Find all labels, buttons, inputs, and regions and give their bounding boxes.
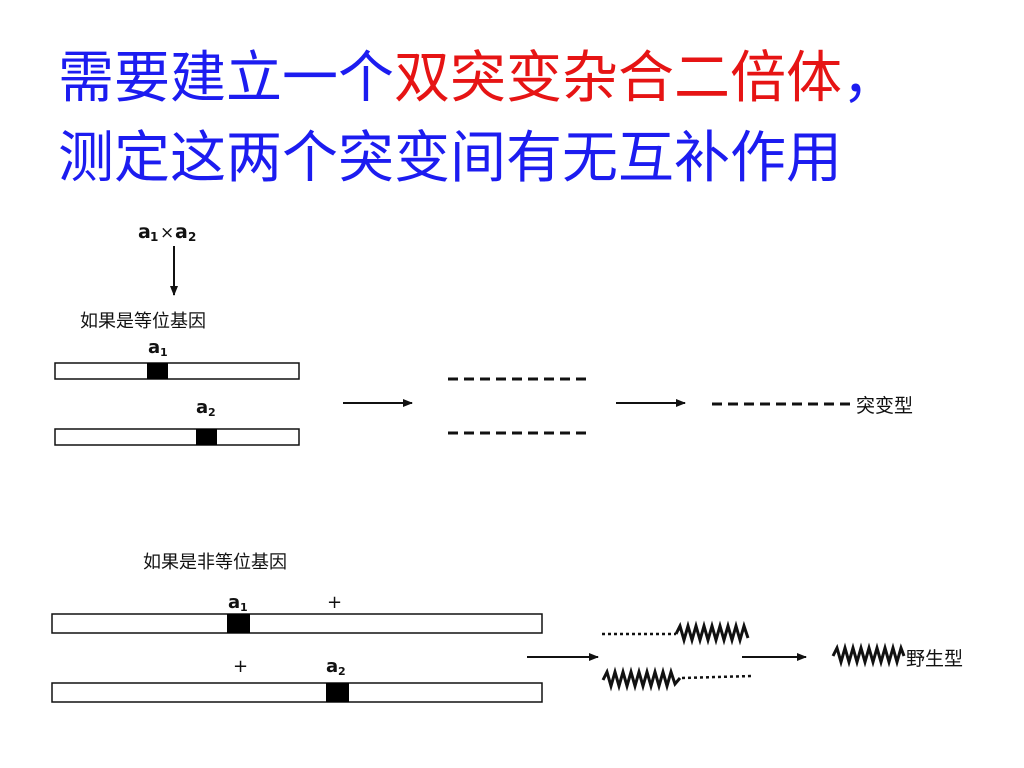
title-line-2: 测定这两个突变间有无互补作用	[58, 126, 842, 191]
allelic-a2-mutation-site	[196, 429, 217, 445]
allelic-a2-subscript: 2	[208, 406, 216, 419]
allelic-a1-mutation-site	[147, 363, 168, 379]
cross-a2-subscript: 2	[188, 230, 196, 244]
nonallelic-plus-1: +	[327, 592, 342, 613]
mutant-result-label: 突变型	[856, 395, 913, 417]
nonallelic-caption: 如果是非等位基因	[143, 552, 287, 573]
wildtype-result-wavy	[831, 642, 906, 668]
nonallelic-product-2-dotted	[681, 674, 753, 680]
cross-a1-letter: a	[138, 221, 151, 243]
title-line-1: 需要建立一个双突变杂合二倍体，	[58, 46, 898, 112]
nonallelic-a2-mutation-site	[326, 683, 349, 702]
nonallelic-a1-subscript: 1	[240, 601, 248, 614]
nonallelic-chromosome-2	[51, 682, 543, 703]
title-line-1-highlight: 双突变杂合二倍体	[394, 46, 842, 111]
allelic-caption: 如果是等位基因	[80, 311, 206, 332]
allelic-chromosome-1	[54, 362, 300, 380]
allelic-chromosome-2	[54, 428, 300, 446]
wildtype-result-label: 野生型	[906, 648, 963, 670]
cross-times-symbol: ×	[160, 223, 174, 243]
nonallelic-chromosome-1	[51, 613, 543, 634]
allelic-a2-letter: a	[196, 397, 208, 418]
allelic-a1-subscript: 1	[160, 346, 168, 359]
title-line-1-comma: ，	[842, 46, 898, 111]
nonallelic-a1-letter: a	[228, 592, 240, 613]
nonallelic-plus-2: +	[233, 656, 248, 677]
cross-label: a 1 × a 2	[138, 221, 196, 244]
cross-a1-subscript: 1	[150, 230, 158, 244]
nonallelic-a2-subscript: 2	[338, 665, 346, 678]
cross-a2-letter: a	[175, 221, 188, 243]
allelic-a1-letter: a	[148, 337, 160, 358]
nonallelic-a1-mutation-site	[227, 614, 250, 633]
nonallelic-a2-letter: a	[326, 656, 338, 677]
title-line-1-part-a: 需要建立一个	[58, 46, 394, 111]
nonallelic-product-1-wavy	[674, 620, 750, 646]
nonallelic-product-2-wavy	[601, 666, 682, 692]
